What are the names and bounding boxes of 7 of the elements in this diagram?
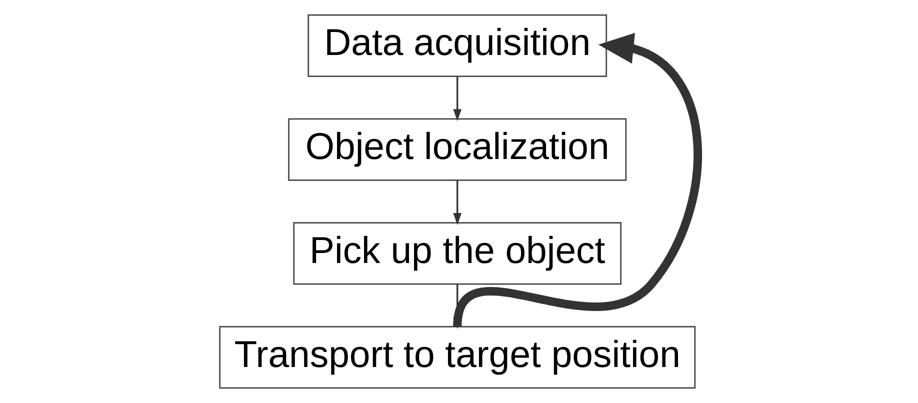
arrow (453, 76, 462, 122)
node-box: Data acquisition (308, 14, 608, 78)
node-box: Transport to target position (219, 326, 696, 389)
node-box: Object localization (288, 118, 627, 181)
node-box: Pick up the object (293, 222, 622, 285)
arrow (453, 180, 462, 225)
arrow (453, 32, 702, 328)
